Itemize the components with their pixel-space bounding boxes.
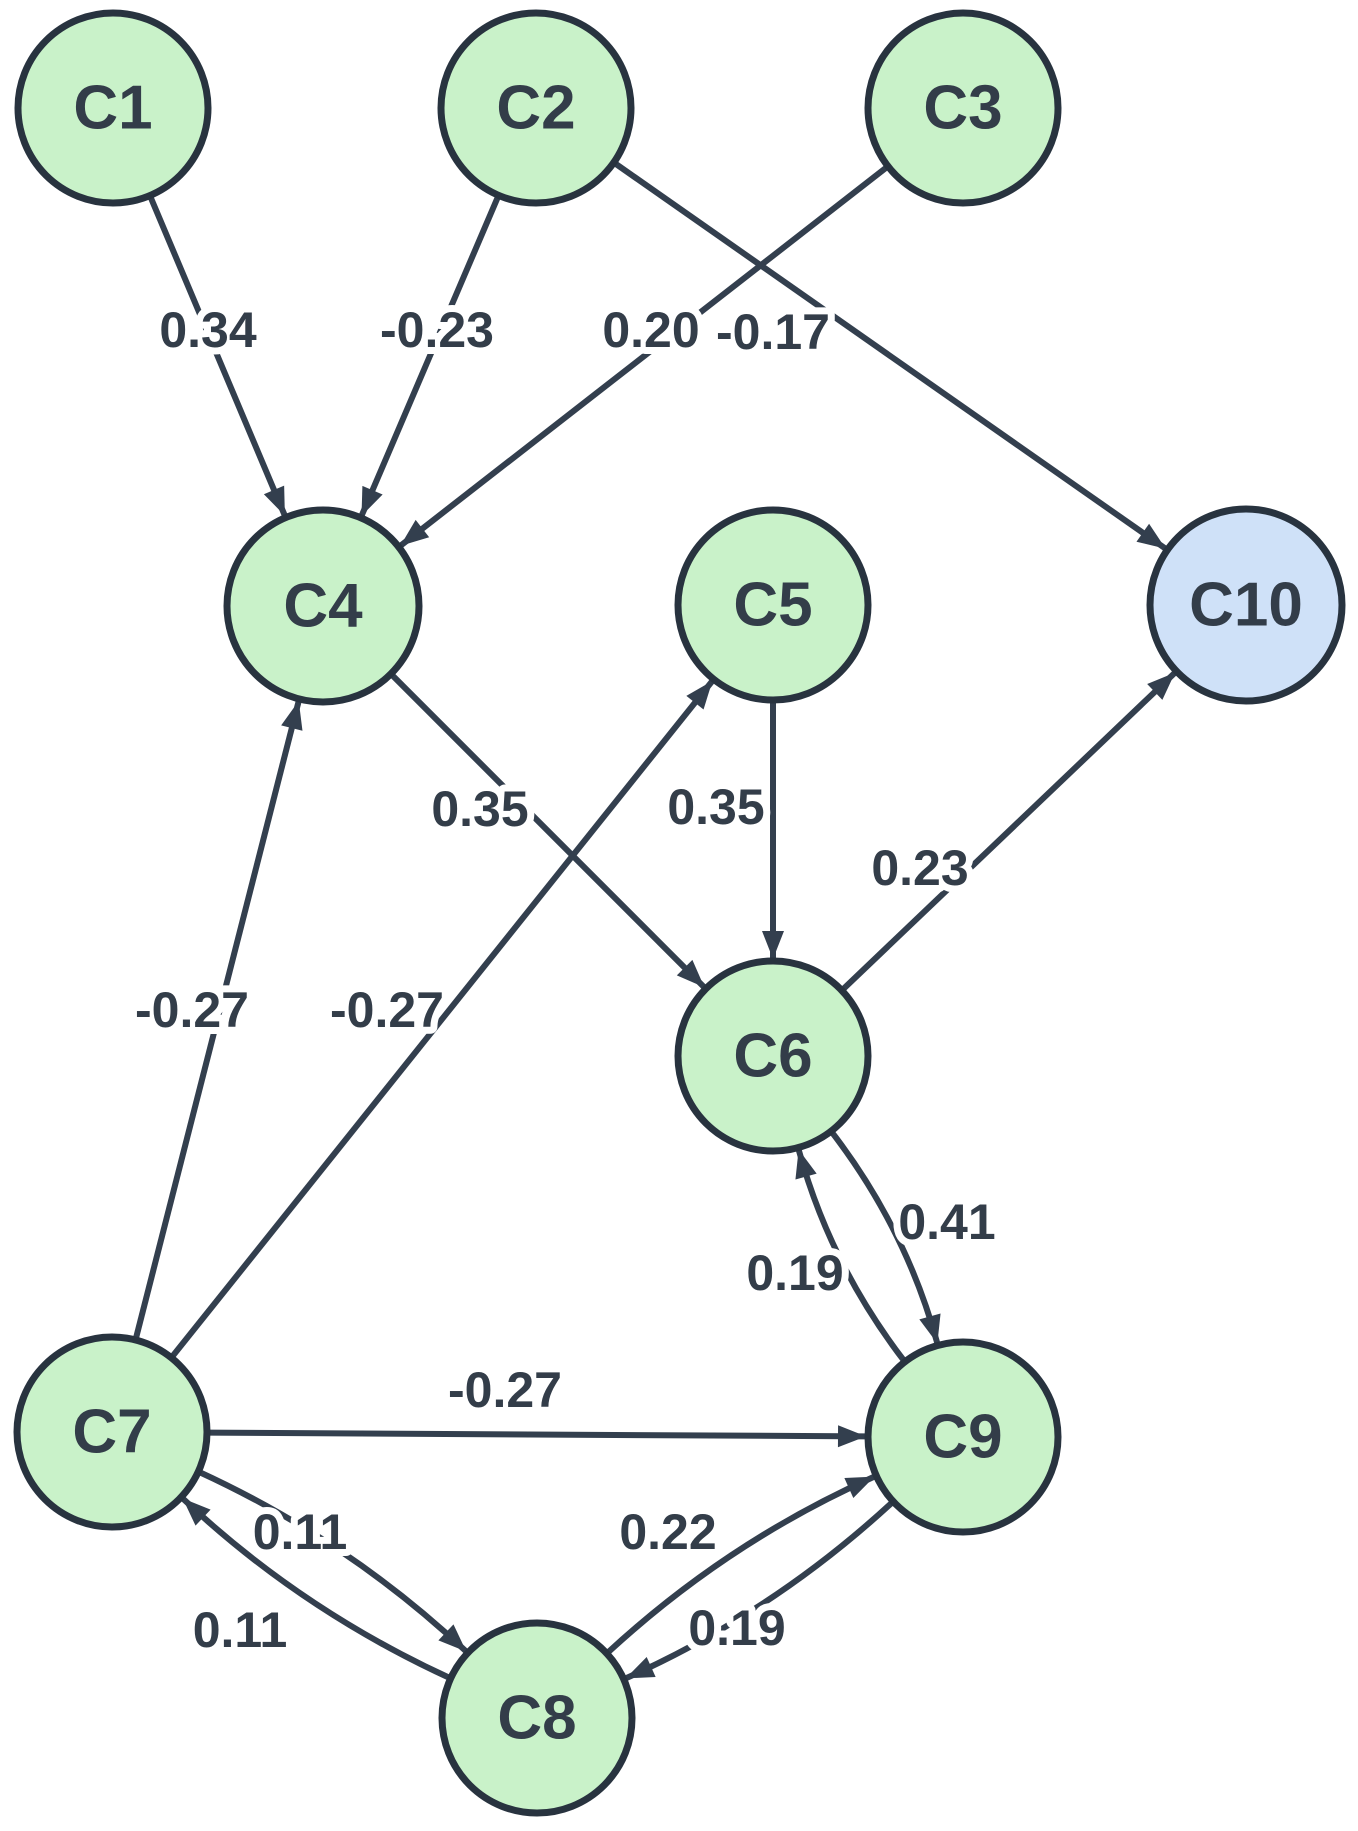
edge-weight-C7-C5: -0.27 <box>330 982 444 1038</box>
edges-layer <box>132 160 1177 1682</box>
node-C1[interactable]: C1 <box>14 9 212 207</box>
edge-C2-C4 <box>359 194 502 517</box>
edge-C6-C10 <box>839 671 1177 993</box>
node-label-C2: C2 <box>496 74 575 143</box>
node-label-C6: C6 <box>733 1022 812 1091</box>
node-label-C5: C5 <box>733 571 812 640</box>
edge-C8-C9 <box>604 1474 875 1656</box>
node-label-C8: C8 <box>497 1684 576 1753</box>
node-circle-C1[interactable] <box>14 9 212 207</box>
edge-C8-C7 <box>181 1496 452 1682</box>
edge-C9-C8 <box>625 1499 896 1681</box>
edge-C6-C9 <box>828 1129 941 1344</box>
edge-weight-C1-C4: 0.34 <box>159 302 257 358</box>
edge-weight-C2-C4: -0.23 <box>380 302 494 358</box>
edge-weight-C9-C8: 0.19 <box>688 1600 785 1656</box>
edge-weight-C6-C9: 0.41 <box>898 1194 995 1250</box>
edge-weight-C9-C6: 0.19 <box>746 1245 843 1301</box>
edge-weight-C6-C10: 0.23 <box>871 840 968 896</box>
node-label-C4: C4 <box>283 572 363 641</box>
edge-C2-C10 <box>612 160 1167 551</box>
node-circle-C10[interactable] <box>1146 505 1346 705</box>
node-circle-C4[interactable] <box>223 506 423 706</box>
node-C5[interactable]: C5 <box>674 506 872 704</box>
node-C2[interactable]: C2 <box>437 9 635 207</box>
node-C8[interactable]: C8 <box>438 1619 636 1817</box>
node-circle-C7[interactable] <box>13 1333 211 1531</box>
edge-weight-C3-C4: 0.20 <box>602 302 699 358</box>
node-C9[interactable]: C9 <box>864 1338 1062 1536</box>
edge-C4-C6 <box>388 671 706 989</box>
edge-weight-C7-C8: 0.11 <box>253 1504 348 1560</box>
edge-C7-C9 <box>206 1425 866 1448</box>
edge-C7-C8 <box>197 1468 468 1654</box>
node-label-C3: C3 <box>923 74 1002 143</box>
node-circle-C6[interactable] <box>674 957 872 1155</box>
node-circle-C5[interactable] <box>674 506 872 704</box>
edge-C9-C6 <box>795 1149 908 1364</box>
node-label-C10: C10 <box>1189 571 1303 640</box>
node-C7[interactable]: C7 <box>13 1333 211 1531</box>
edge-C3-C4 <box>399 163 890 548</box>
node-circle-C9[interactable] <box>864 1338 1062 1536</box>
edge-weight-C5-C6: 0.35 <box>667 779 764 835</box>
edge-C7-C4 <box>132 700 303 1341</box>
edge-C1-C4 <box>147 194 288 516</box>
edge-weight-C7-C4: -0.27 <box>135 982 249 1038</box>
node-C6[interactable]: C6 <box>674 957 872 1155</box>
node-label-C7: C7 <box>72 1398 151 1467</box>
node-C3[interactable]: C3 <box>864 9 1062 207</box>
node-label-C1: C1 <box>73 74 152 143</box>
node-circle-C2[interactable] <box>437 9 635 207</box>
edge-weight-C4-C6: 0.35 <box>431 781 528 837</box>
node-circle-C8[interactable] <box>438 1619 636 1817</box>
edge-C7-C5 <box>168 679 715 1360</box>
edge-weight-C8-C7: 0.11 <box>193 1602 288 1658</box>
node-C4[interactable]: C4 <box>223 506 423 706</box>
edge-weight-C7-C9: -0.27 <box>448 1362 562 1418</box>
edge-weight-C8-C9: 0.22 <box>619 1504 716 1560</box>
node-circle-C3[interactable] <box>864 9 1062 207</box>
node-label-C9: C9 <box>923 1403 1002 1472</box>
edge-labels-layer: 0.34 -0.23 0.20 -0.17 0.35 0.35 0.23 -0.27 -0.27… <box>128 295 1003 1665</box>
edge-weight-C2-C10: -0.17 <box>716 304 830 360</box>
node-C10[interactable]: C10 <box>1146 505 1346 705</box>
